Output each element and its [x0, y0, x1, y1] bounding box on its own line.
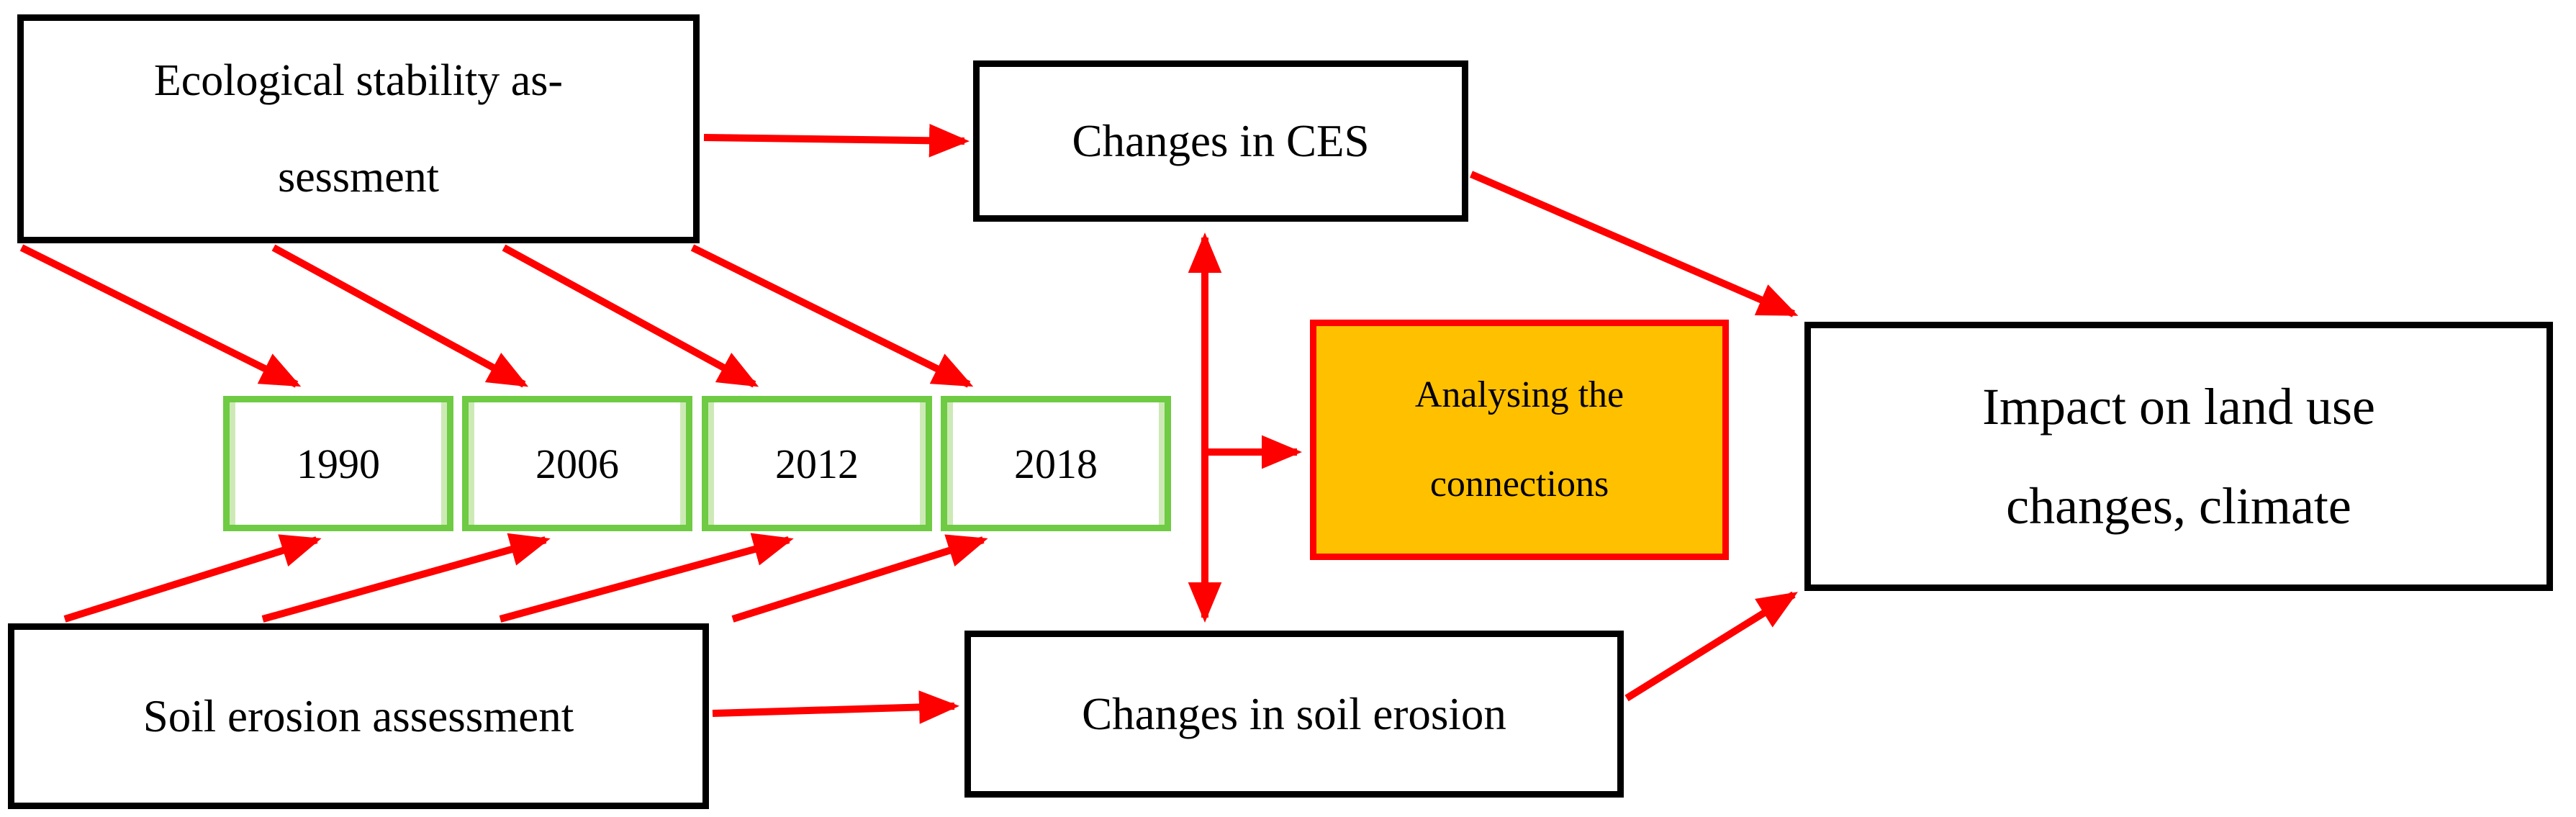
node-year-2006: 2006 [462, 396, 692, 531]
node-label-line: connections [1429, 464, 1609, 505]
arrow-soil-to-2006 [261, 533, 551, 623]
node-label: Changes in soil erosion [1082, 688, 1506, 739]
arrow-eco-to-2006 [271, 244, 529, 388]
arrow-eco-to-2012 [502, 244, 759, 388]
arrow-soil-to-soil-changes [712, 690, 959, 724]
node-changes-in-soil-erosion: Changes in soil erosion [964, 631, 1624, 798]
node-label-line: Impact on land use [1982, 378, 2375, 435]
node-impact-on-land-use: Impact on land use changes, climate [1804, 322, 2553, 591]
arrow-eco-to-1990 [19, 244, 302, 388]
node-soil-erosion-assessment: Soil erosion assessment [8, 623, 709, 809]
node-ecological-stability-assessment: Ecological stability as- sessment [17, 14, 700, 243]
node-analysing-the-connections: Analysing the connections [1310, 320, 1729, 560]
arrow-eco-to-2018 [690, 244, 974, 388]
node-label: Changes in CES [1072, 115, 1370, 166]
year-label: 2012 [775, 440, 859, 487]
arrow-ces-to-impact [1470, 171, 1799, 317]
arrow-soil-to-2012 [499, 533, 794, 623]
year-label: 2006 [535, 440, 619, 487]
node-label-line: changes, climate [2006, 477, 2351, 535]
node-label-line: Ecological stability as- [153, 56, 564, 105]
year-label: 2018 [1014, 440, 1098, 487]
node-year-2012: 2012 [702, 396, 932, 531]
node-label-line: Analysing the [1414, 374, 1624, 415]
node-year-1990: 1990 [223, 396, 453, 531]
node-changes-in-ces: Changes in CES [973, 60, 1468, 222]
node-label: Soil erosion assessment [143, 690, 574, 741]
year-label: 1990 [297, 440, 380, 487]
arrow-soil-to-1990 [63, 534, 322, 623]
node-label-line: sessment [278, 153, 439, 202]
node-year-2018: 2018 [941, 396, 1171, 531]
arrow-soil-to-2018 [731, 534, 988, 623]
arrow-soil-changes-to-impact [1624, 591, 1798, 702]
arrow-eco-to-ces [703, 123, 970, 158]
